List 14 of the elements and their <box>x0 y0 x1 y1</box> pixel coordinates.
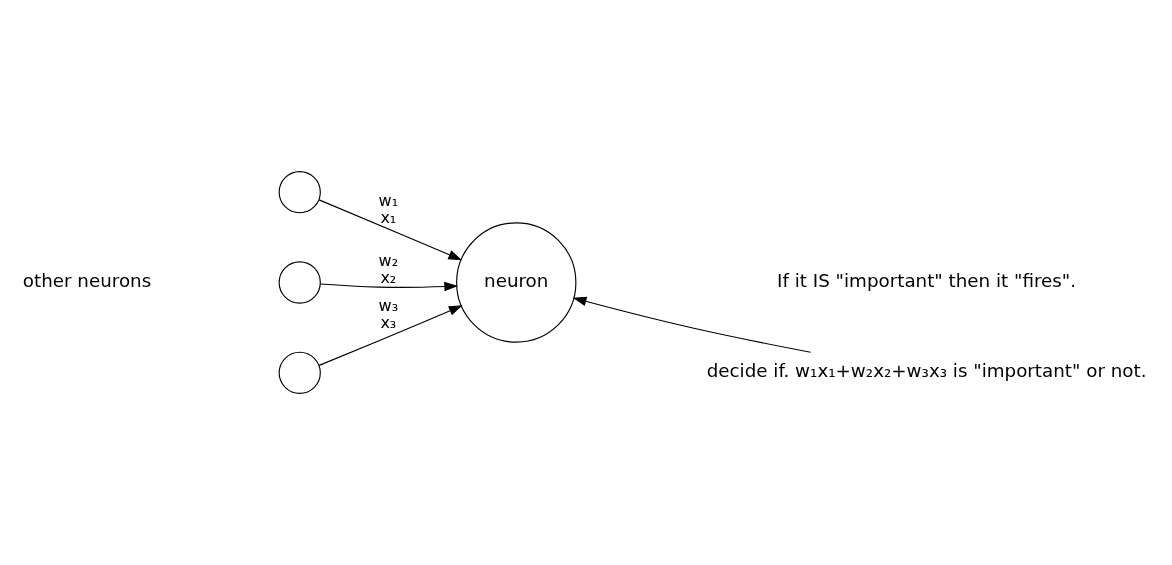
node-circle <box>278 261 321 304</box>
node-circle <box>278 351 321 394</box>
arrow <box>318 199 463 261</box>
arrow <box>318 305 463 366</box>
node-text: decide if. w₁x₁+w₂x₂+w₃x₃ is "important" or not. <box>706 360 1147 382</box>
node-circle: neuron <box>456 222 577 343</box>
label: other neurons <box>22 269 152 291</box>
arrow <box>572 296 812 353</box>
label: If it IS "important" then it "fires". <box>777 269 1077 291</box>
edge-label: w₂ x₂ <box>378 250 399 287</box>
arrow <box>319 281 459 292</box>
edge-label: w₁ x₁ <box>378 191 399 228</box>
edge-label: w₃ x₃ <box>378 296 399 333</box>
node-circle <box>278 171 321 214</box>
